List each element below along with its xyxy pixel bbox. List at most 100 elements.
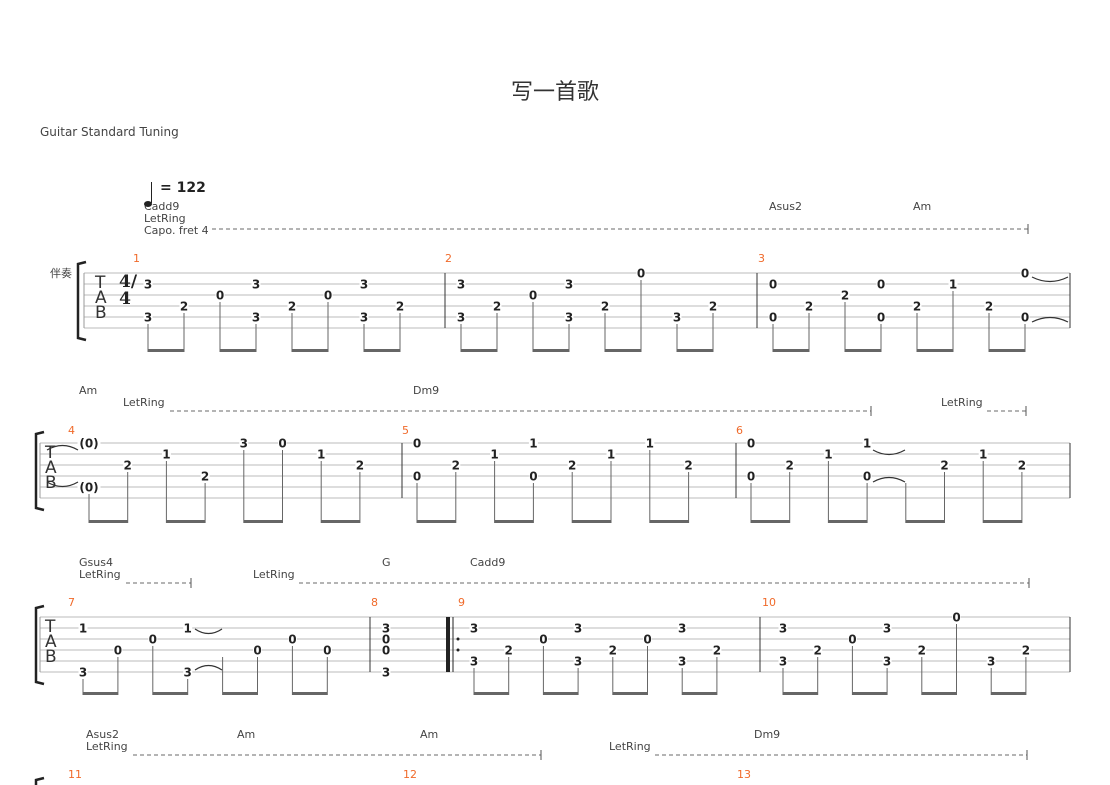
tie-arc: [1031, 316, 1069, 323]
fret-background: [746, 437, 756, 448]
fret-background: [200, 470, 210, 481]
fret-background: [148, 633, 158, 644]
fret-number: 3: [574, 655, 582, 669]
fret-number: 2: [124, 459, 132, 473]
fret-background: [917, 644, 927, 655]
annotation-dm9: Dm9: [754, 728, 781, 741]
beam: [533, 349, 569, 352]
measure-number: 1: [133, 252, 140, 265]
measure-number: 2: [445, 252, 452, 265]
beam: [612, 692, 648, 695]
fret-number: 2: [786, 459, 794, 473]
instrument-label: 伴奏: [50, 267, 72, 280]
fret-background: [643, 633, 652, 644]
annotation-asus2: Asus2: [769, 200, 802, 213]
fret-number: 0: [114, 644, 122, 658]
beam: [148, 349, 184, 352]
fret-background: [778, 622, 788, 633]
fret-background: [78, 666, 88, 677]
annotation-am: Am: [237, 728, 256, 741]
fret-number: 3: [574, 622, 582, 636]
fret-background: [412, 437, 422, 448]
fret-number: 0: [747, 437, 755, 451]
fret-number: 0: [1021, 311, 1029, 325]
fret-background: [567, 459, 577, 470]
annotation-cadd9: Cadd9: [470, 556, 506, 569]
fret-background: [215, 289, 225, 300]
fret-background: [251, 278, 261, 289]
fret-number: 2: [709, 300, 717, 314]
measure-number: 3: [758, 252, 765, 265]
system-bracket: [34, 604, 45, 686]
fret-background: [359, 278, 369, 289]
beam: [89, 520, 128, 523]
fret-number: 2: [913, 300, 921, 314]
fret-background: [573, 622, 583, 633]
fret-background: [978, 448, 988, 459]
fret-number: 0: [413, 437, 421, 451]
fret-number: 3: [457, 278, 465, 292]
beam: [543, 692, 579, 695]
fret-number: 0: [877, 278, 885, 292]
beam: [461, 349, 497, 352]
fret-number: 2: [684, 459, 692, 473]
fret-number: 0: [863, 470, 871, 484]
fret-background: [564, 311, 574, 322]
fret-background: [804, 300, 814, 311]
fret-background: [672, 311, 682, 322]
fret-background: [785, 459, 795, 470]
score-title: 写一首歌: [510, 80, 599, 105]
tie-arc: [194, 664, 223, 671]
fret-number: 3: [987, 655, 995, 669]
fret-background: [840, 289, 850, 300]
fret-background: [847, 633, 857, 644]
fret-background: [287, 633, 297, 644]
fret-number: 2: [493, 300, 501, 314]
fret-background: [251, 311, 261, 322]
fret-number: 2: [918, 644, 926, 658]
tie-arc: [872, 476, 906, 483]
fret-number: 0: [769, 278, 777, 292]
fret-background: [876, 311, 886, 322]
fret-background: [876, 278, 886, 289]
fret-number: 3: [240, 437, 248, 451]
fret-number: 2: [180, 300, 188, 314]
fret-number: 3: [360, 311, 368, 325]
time-signature: 4/4: [119, 272, 138, 309]
fret-background: [323, 289, 333, 300]
fret-number: 3: [779, 622, 787, 636]
fret-background: [684, 459, 694, 470]
fret-number: 1: [184, 622, 192, 636]
fret-number: 2: [1022, 644, 1030, 658]
fret-number: 0: [216, 289, 224, 303]
fret-number: 3: [470, 622, 478, 636]
fret-number: 3: [457, 311, 465, 325]
fret-background: [239, 437, 249, 448]
measure-number: 7: [68, 596, 75, 609]
annotation-am: Am: [420, 728, 439, 741]
fret-background: [573, 655, 583, 666]
fret-number: 2: [288, 300, 296, 314]
fret-number: (0): [79, 437, 98, 451]
fret-number: 0: [877, 311, 885, 325]
annotation-asus2: Asus2: [86, 728, 119, 741]
tie-arc: [872, 449, 906, 456]
fret-number: 0: [529, 470, 537, 484]
system-bracket: [34, 430, 45, 512]
fret-background: [359, 311, 369, 322]
fret-number: 1: [79, 622, 87, 636]
tuning-label: Guitar Standard Tuning: [40, 125, 179, 139]
fret-number: 3: [565, 278, 573, 292]
fret-background: [882, 655, 892, 666]
beam: [152, 692, 188, 695]
fret-background: [253, 644, 262, 655]
fret-background: [528, 470, 538, 481]
fret-number: 3: [252, 311, 260, 325]
fret-background: [952, 611, 961, 622]
fret-background: [287, 300, 297, 311]
fret-background: [469, 655, 479, 666]
